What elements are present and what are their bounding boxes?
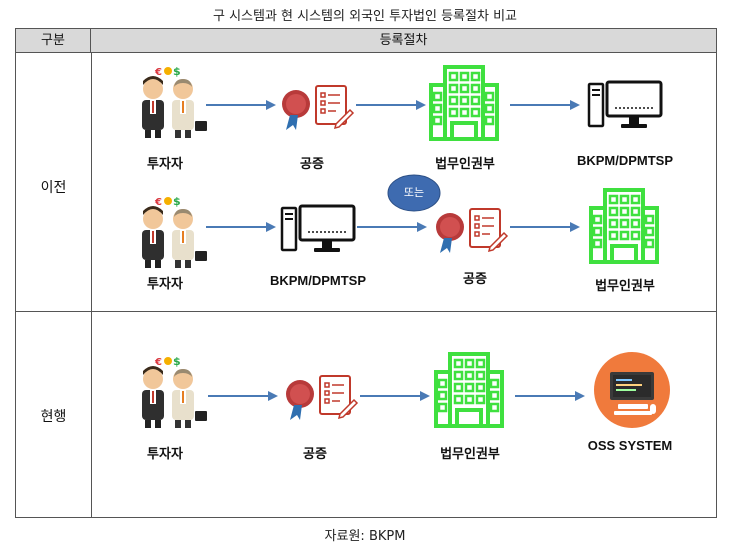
step-label: 공증 [463, 271, 487, 286]
step-label: 법무인권부 [595, 278, 655, 293]
computer-desktop-icon [278, 202, 358, 257]
or-badge [387, 174, 441, 212]
step-label: 투자자 [147, 156, 183, 171]
step-label: 투자자 [147, 446, 183, 461]
arrow-right-icon [208, 391, 278, 401]
header-category: 구분 [16, 29, 91, 52]
arrow-right-icon [357, 222, 427, 232]
arrow-right-icon [510, 222, 580, 232]
step-label: 공증 [303, 446, 327, 461]
oss-system-icon [592, 350, 672, 430]
investor-people-icon [133, 195, 213, 270]
arrow-right-icon [206, 100, 276, 110]
green-building-icon [585, 186, 665, 266]
header-procedure: 등록절차 [379, 33, 428, 48]
notary-seal-document-icon [276, 82, 356, 132]
arrow-right-icon [360, 391, 430, 401]
notary-seal-document-icon [430, 205, 510, 255]
source-note: 자료원: BKPM [324, 529, 406, 544]
arrow-right-icon [206, 222, 276, 232]
green-building-icon [430, 350, 510, 430]
step-label: 법무인권부 [440, 446, 500, 461]
step-label: 투자자 [147, 276, 183, 291]
column-divider [91, 53, 92, 518]
investor-people-icon [133, 355, 213, 430]
arrow-right-icon [510, 100, 580, 110]
or-badge-label: 또는 [403, 186, 425, 199]
step-label: OSS SYSTEM [587, 438, 673, 453]
step-label: BKPM/DPMTSP [269, 273, 367, 288]
step-label: BKPM/DPMTSP [576, 153, 674, 168]
row-label-before: 이전 [40, 180, 67, 196]
investor-people-icon [133, 65, 213, 140]
comparison-table: 구분 등록절차 이전 현행 [15, 28, 717, 518]
green-building-icon [425, 63, 505, 143]
row-label-current: 현행 [40, 409, 67, 425]
step-label: 공증 [300, 156, 324, 171]
arrow-right-icon [356, 100, 426, 110]
step-label: 법무인권부 [435, 156, 495, 171]
diagram-title: 구 시스템과 현 시스템의 외국인 투자법인 등록절차 비교 [212, 9, 517, 24]
computer-desktop-icon [585, 78, 665, 133]
arrow-right-icon [515, 391, 585, 401]
notary-seal-document-icon [280, 372, 360, 422]
table-header: 구분 등록절차 [16, 29, 716, 53]
row-divider [16, 311, 716, 312]
